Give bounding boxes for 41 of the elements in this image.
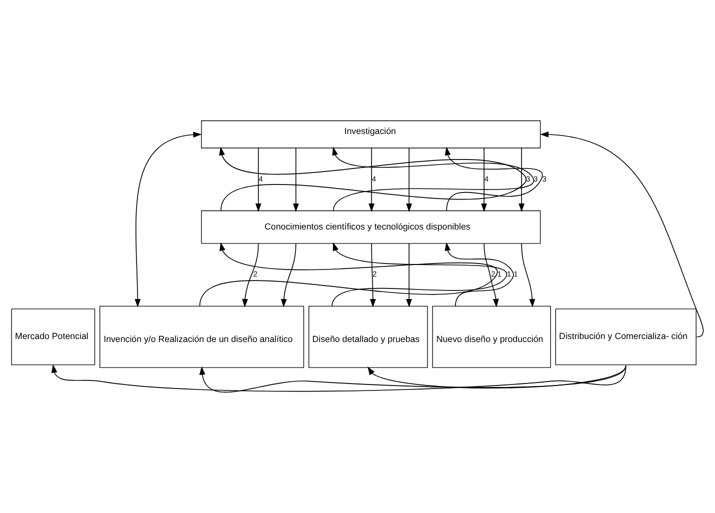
arrow bbox=[51, 364, 626, 392]
edge-label: 3 bbox=[542, 174, 546, 184]
edge-label: 2 bbox=[372, 270, 377, 279]
arrow bbox=[134, 132, 202, 308]
edge-label: 1 bbox=[514, 270, 518, 279]
node-box: Mercado Potencial bbox=[11, 308, 96, 366]
arrow bbox=[370, 243, 376, 308]
node-box: Diseño detallado y pruebas bbox=[308, 306, 428, 368]
edge-label: 3 bbox=[526, 174, 530, 184]
arrow bbox=[242, 243, 259, 308]
node-box: Investigación bbox=[201, 120, 541, 148]
arrow bbox=[518, 148, 525, 212]
edge-label: 1 bbox=[497, 270, 502, 279]
arrow bbox=[199, 365, 626, 393]
node-box: Conocimientos científicos y tecnológicos disponibles bbox=[201, 210, 541, 244]
arrow bbox=[219, 146, 527, 212]
edge-label: 2 bbox=[253, 270, 258, 279]
edge-label: 4 bbox=[484, 174, 489, 184]
arrow bbox=[484, 243, 499, 308]
arrow bbox=[444, 242, 514, 307]
node-box: Nuevo diseño y producción bbox=[432, 306, 551, 368]
edge-label: 1 bbox=[506, 270, 512, 279]
edge-label: 3 bbox=[533, 174, 538, 184]
arrow bbox=[406, 243, 412, 308]
edge-label: 2 bbox=[491, 270, 496, 279]
edge-label: 4 bbox=[372, 174, 376, 184]
arrow bbox=[521, 243, 536, 308]
arrow bbox=[255, 148, 262, 212]
arrow bbox=[199, 242, 498, 307]
arrow bbox=[332, 146, 534, 212]
arrow bbox=[481, 148, 488, 212]
arrow bbox=[540, 132, 704, 338]
arrow bbox=[368, 148, 375, 212]
arrow bbox=[292, 148, 299, 212]
arrow bbox=[444, 146, 543, 212]
arrow bbox=[406, 148, 412, 212]
arrow bbox=[332, 242, 507, 307]
node-box: Invención y/o Realización de un diseño analítico bbox=[100, 306, 304, 368]
arrow bbox=[367, 365, 626, 388]
node-box: Distribución y Comercializa- ción bbox=[555, 308, 696, 366]
arrow bbox=[280, 243, 296, 308]
